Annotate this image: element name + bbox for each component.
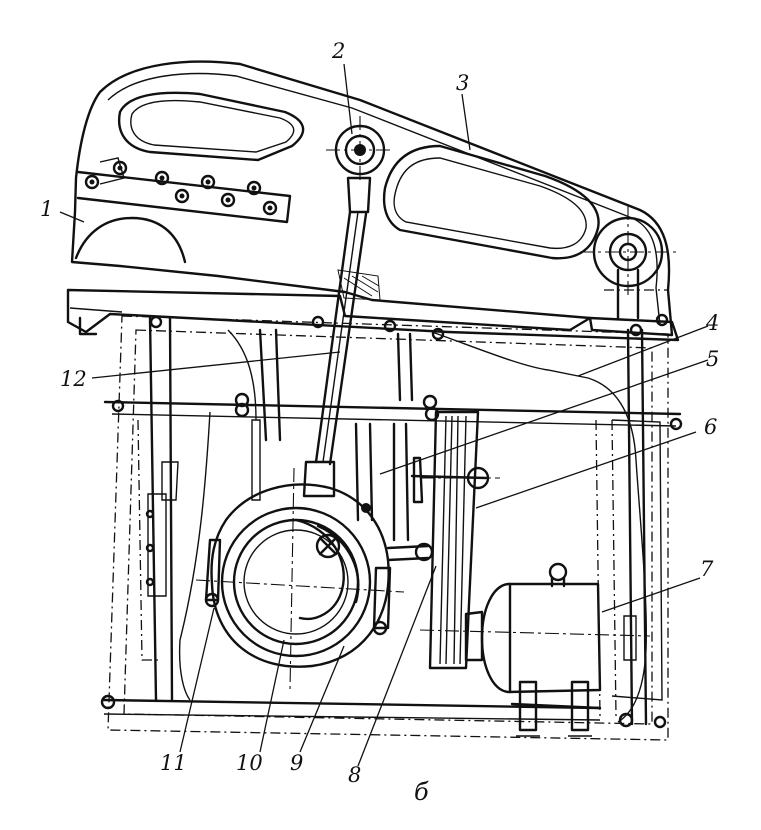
plate-bolts — [84, 160, 278, 216]
label-4: 4 — [705, 311, 719, 335]
upper-pivot — [326, 116, 394, 184]
arm-housing — [70, 60, 674, 337]
label-10: 10 — [236, 751, 263, 775]
motor — [464, 562, 602, 737]
top-plate — [66, 269, 680, 342]
belt-drive — [410, 410, 651, 670]
connecting-rod — [302, 176, 372, 498]
label-5: 5 — [706, 347, 719, 371]
label-9: 9 — [290, 751, 303, 775]
callout-labels: 1 2 3 4 5 6 7 8 9 10 11 12 б — [40, 39, 719, 806]
label-1: 1 — [40, 197, 53, 221]
label-11: 11 — [160, 751, 187, 775]
label-6: 6 — [704, 415, 717, 439]
label-7: 7 — [700, 557, 714, 581]
main-frame — [102, 315, 682, 741]
right-pivot — [580, 206, 676, 320]
label-8: 8 — [348, 763, 361, 787]
flywheel-assembly — [195, 467, 434, 691]
label-3: 3 — [456, 71, 469, 95]
label-12: 12 — [60, 367, 87, 391]
figure-caption: б — [414, 778, 429, 806]
frame-bolts — [100, 313, 683, 729]
label-2: 2 — [331, 39, 345, 63]
leader-lines — [59, 63, 709, 767]
